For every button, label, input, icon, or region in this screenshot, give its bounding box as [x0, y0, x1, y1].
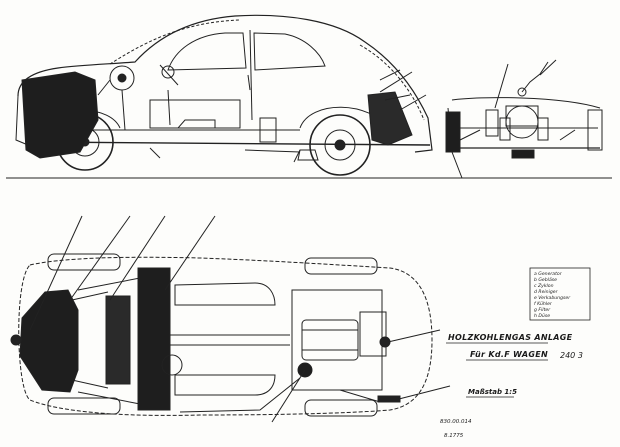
legend-item: g Filter: [534, 307, 551, 313]
legend-item: e Verkabungser: [534, 295, 571, 301]
legend-item: f Kühler: [534, 301, 553, 307]
legend-item: h Düse: [534, 313, 550, 319]
rear-view: [445, 59, 603, 179]
legend-item: b Gebläse: [534, 277, 557, 283]
front-window: [167, 32, 247, 71]
car-body-outline: [17, 14, 433, 153]
plan-view: [10, 215, 451, 423]
legend-item: d Reiniger: [534, 289, 559, 295]
rear-window: [253, 32, 326, 71]
generator-unit: [21, 71, 99, 159]
title-block: HOLZKOHLENGAS ANLAGE Für Kd.F WAGEN 240 …: [440, 333, 583, 439]
legend-box: a Generator b Gebläse c Zyklon d Reinige…: [529, 267, 591, 321]
scale-label: Maßstab 1:5: [468, 388, 517, 396]
plan-body-outline: [18, 256, 433, 416]
legend-item: c Zyklon: [534, 283, 554, 289]
stamp-number: 240 3: [560, 351, 583, 360]
plan-filter: [137, 267, 171, 411]
plan-generator: [19, 289, 79, 393]
engine-hatch: [367, 91, 413, 146]
rear-wheel: [309, 114, 371, 176]
drawing-number: 830.00.014: [440, 419, 472, 425]
side-view: [15, 14, 433, 176]
drawing-subtitle: Für Kd.F WAGEN: [470, 350, 548, 359]
drawing-title: HOLZKOHLENGAS ANLAGE: [448, 333, 573, 342]
legend-item: a Generator: [534, 271, 563, 277]
drawing-date: 8.1775: [444, 433, 464, 439]
